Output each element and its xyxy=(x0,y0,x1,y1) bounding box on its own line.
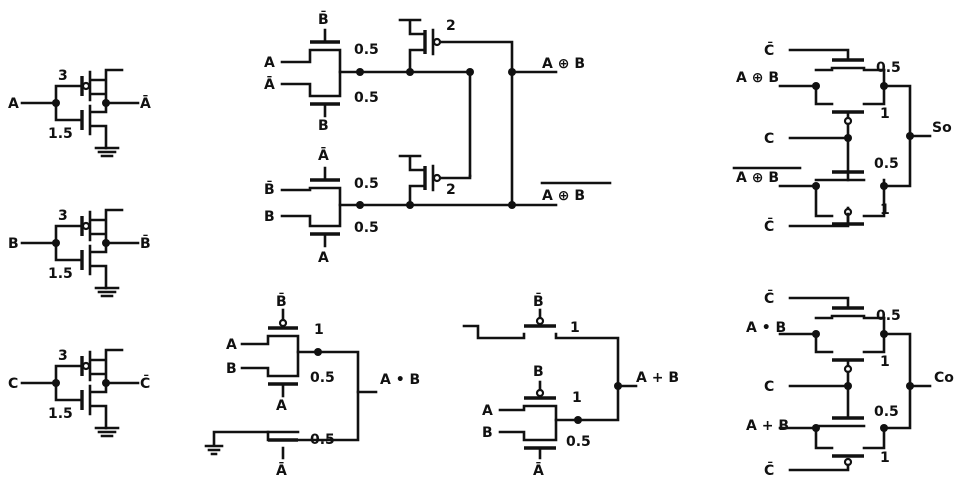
and-input-b: B xyxy=(226,361,237,377)
and-n-gate: A xyxy=(276,398,287,414)
xnor-bottom: Ā B̄ B A 0.5 0.5 2 A ⊕ B xyxy=(264,146,612,266)
carry-top-gate: C̄ xyxy=(764,288,774,307)
xnor-output: A ⊕ B xyxy=(542,188,585,204)
inv-a-input: A xyxy=(8,96,19,112)
and-n-size: 0.5 xyxy=(310,370,335,386)
xor-top-size1: 0.5 xyxy=(354,42,379,58)
carry-top-input: A • B xyxy=(746,320,786,336)
inv-c-p-size: 3 xyxy=(58,348,68,364)
sum-size-top-p: 1 xyxy=(880,106,890,122)
or-n-gate: Ā xyxy=(533,461,544,479)
carry-mid-gate: C xyxy=(764,379,774,395)
xor-top-input-a: A xyxy=(264,55,275,71)
or-inner-gate: B xyxy=(533,364,544,380)
inv-c-n-size: 1.5 xyxy=(48,406,73,422)
inverter-a: A Ā 3 1.5 xyxy=(8,68,151,158)
inv-b-n-size: 1.5 xyxy=(48,266,73,282)
carry-mux: C̄ A • B 0.5 1 C A + B 0.5 1 C̄ Co xyxy=(746,288,954,479)
xnor-gate-abar: Ā xyxy=(318,146,329,164)
inv-b-output: B̄ xyxy=(140,233,151,252)
and-ground-gate: Ā xyxy=(276,461,287,479)
or-inner-size: 1 xyxy=(572,390,582,406)
inv-c-output: C̄ xyxy=(140,373,150,392)
sum-mux: C̄ A ⊕ B 0.5 1 C A ⊕ B 0.5 1 C̄ So xyxy=(732,40,952,235)
inv-a-n-size: 1.5 xyxy=(48,126,73,142)
carry-size-bottom-p: 1 xyxy=(880,450,890,466)
xor-output: A ⊕ B xyxy=(542,56,585,72)
sum-output: So xyxy=(932,120,952,136)
xor-top-gate: B̄ xyxy=(318,9,329,28)
sum-size-bottom: 0.5 xyxy=(874,156,899,172)
xor-top-input-abar: Ā xyxy=(264,75,275,93)
and-p-size: 1 xyxy=(314,322,324,338)
carry-output: Co xyxy=(934,370,954,386)
xor-top-gate-b: B xyxy=(318,118,329,134)
and-gate: B̄ 1 A B 0.5 A 0.5 Ā A • B xyxy=(204,291,420,479)
sum-size-top: 0.5 xyxy=(876,60,901,76)
sum-mid-gate: C xyxy=(764,131,774,147)
inv-a-p-size: 3 xyxy=(58,68,68,84)
inverter-b: B B̄ 3 1.5 xyxy=(8,208,151,298)
xor-top-pmos-size: 2 xyxy=(446,18,456,34)
and-ground-size: 0.5 xyxy=(310,432,335,448)
xnor-input-bbar: B̄ xyxy=(264,179,275,198)
sum-size-bottom-p: 1 xyxy=(880,202,890,218)
and-p-gate: B̄ xyxy=(276,291,287,310)
carry-bottom-input: A + B xyxy=(746,418,789,434)
inverter-c: C C̄ 3 1.5 xyxy=(8,348,150,438)
inv-b-p-size: 3 xyxy=(58,208,68,224)
sum-top-gate: C̄ xyxy=(764,40,774,59)
or-output: A + B xyxy=(636,370,679,386)
inv-a-output: Ā xyxy=(140,94,151,112)
sum-bottom-gate: C̄ xyxy=(764,216,774,235)
inv-b-input: B xyxy=(8,236,19,252)
carry-size-top: 0.5 xyxy=(876,308,901,324)
xor-top-size2: 0.5 xyxy=(354,90,379,106)
sum-bottom-input: A ⊕ B xyxy=(736,170,779,186)
carry-bottom-gate: C̄ xyxy=(764,460,774,479)
carry-size-top-p: 1 xyxy=(880,354,890,370)
xnor-size1: 0.5 xyxy=(354,176,379,192)
or-p-gate: B̄ xyxy=(533,291,544,310)
sum-top-input: A ⊕ B xyxy=(736,70,779,86)
and-input-a: A xyxy=(226,337,237,353)
and-output: A • B xyxy=(380,372,420,388)
carry-size-bottom: 0.5 xyxy=(874,404,899,420)
or-p-size: 1 xyxy=(570,320,580,336)
or-input-b: B xyxy=(482,425,493,441)
inv-c-input: C xyxy=(8,376,18,392)
xnor-input-b: B xyxy=(264,209,275,225)
xnor-size2: 0.5 xyxy=(354,220,379,236)
xnor-gate-a: A xyxy=(318,250,329,266)
or-input-a: A xyxy=(482,403,493,419)
xnor-pmos-size: 2 xyxy=(446,182,456,198)
or-gate: B̄ 1 B 1 A B 0.5 Ā A + B xyxy=(462,291,679,479)
xor-top: B̄ A Ā B 0.5 0.5 2 A ⊕ B xyxy=(264,9,585,207)
or-n-size: 0.5 xyxy=(566,434,591,450)
